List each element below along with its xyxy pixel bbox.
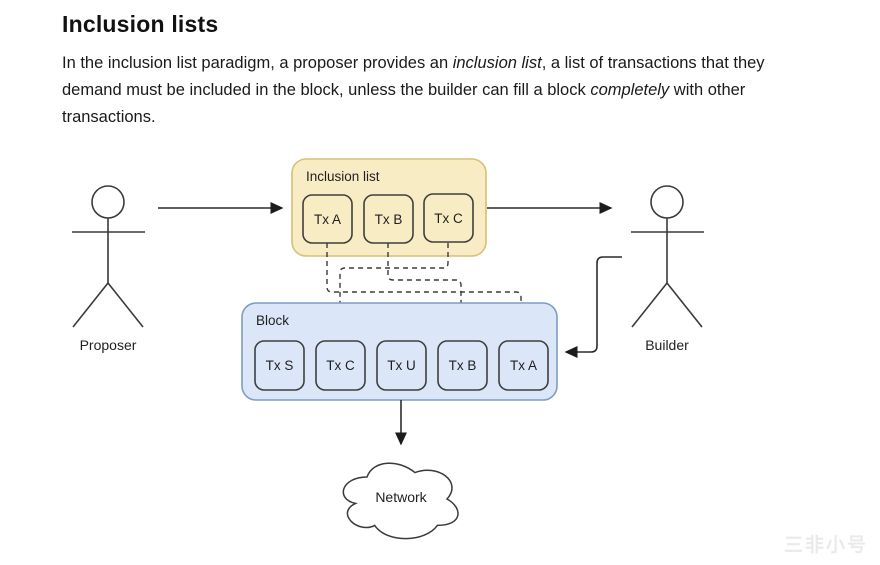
inclusion-list-label: Inclusion list [306,169,380,184]
proposer-leg-left [72,282,109,328]
block-tx-c-box [315,340,366,391]
block-tx-u-box [376,340,427,391]
block-tx-s-label: Tx S [266,358,294,373]
builder-leg-left [631,282,668,328]
block-tx-a-box [498,340,549,391]
block-container: Block Tx S Tx C Tx U Tx B Tx A [241,302,558,401]
block-label: Block [256,313,289,328]
watermark: 三非小号 [783,535,868,556]
builder-stick-figure: Builder [631,185,704,353]
proposer-head-icon [91,185,125,219]
text-segment: demand must be included in the block, un… [62,81,591,99]
text-segment: with other [669,81,746,99]
block-tx-b-label: Tx B [449,358,477,373]
inclusion-tx-b-label: Tx B [375,212,403,227]
text-segment: transactions. [62,108,156,126]
italic-term-inclusion-list: inclusion list [452,54,542,72]
page-title: Inclusion lists [62,11,219,37]
dashed-arrow-tx-c [334,243,449,335]
builder-to-block-arrow [564,256,622,358]
dashed-arrow-tx-b [387,243,467,335]
inclusion-tx-a-label: Tx A [314,212,341,227]
paragraph-line-2: demand must be included in the block, un… [62,77,765,104]
italic-term-completely: completely [590,81,670,99]
block-tx-c-label: Tx C [326,358,355,373]
network-cloud: Network [342,462,459,540]
paragraph-line-1: In the inclusion list paradigm, a propos… [62,50,765,77]
network-label: Network [375,489,427,505]
dashed-arrow-tx-a [326,243,527,335]
inclusion-tx-c-label: Tx C [434,211,463,226]
block-tx-u-label: Tx U [387,358,416,373]
text-segment: In the inclusion list paradigm, a propos… [62,54,453,72]
builder-leg-right [666,282,703,328]
proposer-label: Proposer [80,337,137,353]
block-tx-b-box [437,340,488,391]
text-segment: , a list of transactions that they [541,54,765,72]
intro-paragraph: In the inclusion list paradigm, a propos… [62,50,765,131]
block-tx-a-label: Tx A [510,358,537,373]
block-tx-s-box [254,340,305,391]
inclusion-list-container: Inclusion list Tx A Tx B Tx C [291,158,487,257]
diagram-canvas: Proposer Builder Inclusion list Tx A Tx … [72,158,704,540]
cloud-icon [342,462,459,540]
builder-label: Builder [645,337,689,353]
builder-head-icon [650,185,684,219]
inclusion-tx-c-box [423,193,474,243]
proposer-stick-figure: Proposer [72,185,145,353]
proposer-leg-right [107,282,144,328]
paragraph-line-3: transactions. [62,104,765,131]
